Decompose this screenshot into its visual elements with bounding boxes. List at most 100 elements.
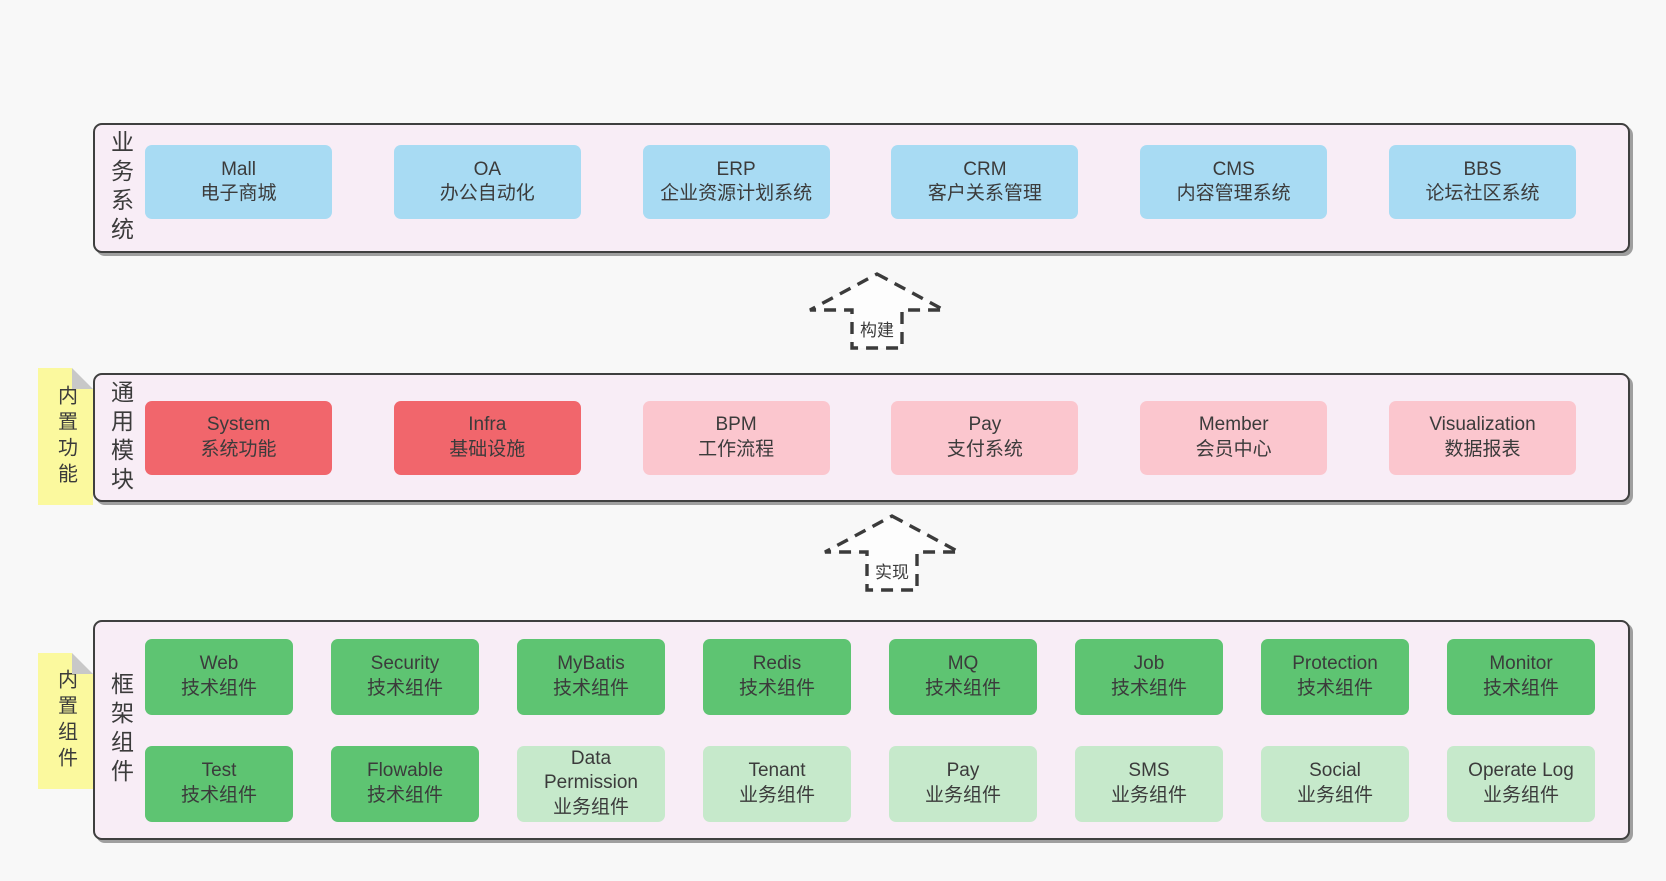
box-title: Pay: [968, 414, 1002, 436]
arrow-build: 构建: [806, 272, 948, 352]
band-label-text: 业务系统: [107, 130, 134, 246]
box-title: MQ: [947, 653, 979, 675]
box-oa: OA 办公自动化: [393, 145, 581, 219]
arrow-label: 构建: [858, 316, 896, 341]
sticky-tab-label: 内置组件: [54, 669, 77, 773]
sticky-tab-built-in-components: 内置组件: [38, 653, 93, 789]
box-subtitle: 论坛社区系统: [1425, 183, 1540, 204]
dashed-up-arrow-icon: [809, 272, 945, 350]
box-title: CRM: [963, 158, 1007, 180]
box-title: Redis: [752, 653, 802, 675]
box-title: SMS: [1128, 760, 1170, 782]
box-title: Test: [201, 760, 237, 782]
band-label: 业务系统: [95, 125, 145, 251]
box-mall: Mall 电子商城: [145, 145, 332, 219]
arrow-implement: 实现: [821, 514, 963, 594]
box-subtitle: 工作流程: [698, 438, 775, 460]
box-crm: CRM 客户关系管理: [891, 145, 1079, 219]
box-title: BBS: [1463, 158, 1502, 180]
box-subtitle: 技术组件: [1110, 677, 1187, 699]
box-subtitle: 业务组件: [924, 784, 1001, 806]
box-subtitle: 支付系统: [946, 438, 1023, 460]
band-label: 框架组件: [95, 622, 145, 838]
band-label-text: 框架组件: [107, 672, 134, 788]
box-subtitle: 业务组件: [1110, 784, 1187, 806]
box-title: MyBatis: [557, 653, 625, 675]
box-subtitle: 业务组件: [1482, 784, 1559, 806]
box-title: Monitor: [1489, 653, 1553, 675]
arrow-label: 实现: [873, 558, 911, 583]
box-subtitle: 技术组件: [924, 677, 1001, 699]
box-subtitle: 技术组件: [1296, 677, 1373, 699]
box-title: Infra: [468, 414, 507, 436]
dashed-up-arrow-icon: [824, 514, 960, 592]
box-subtitle: 技术组件: [1482, 677, 1559, 699]
box-subtitle: 技术组件: [552, 677, 629, 699]
box-title: ERP: [716, 158, 756, 180]
box-subtitle: 内容管理系统: [1176, 183, 1291, 204]
box-title: System: [206, 414, 271, 436]
box-bbs: BBS 论坛社区系统: [1388, 145, 1576, 219]
box-subtitle: 客户关系管理: [927, 183, 1042, 204]
box-subtitle: 技术组件: [738, 677, 815, 699]
box-title: Member: [1198, 414, 1269, 436]
box-subtitle: 基础设施: [449, 438, 526, 460]
box-subtitle: 办公自动化: [439, 183, 535, 204]
box-title: Social: [1309, 760, 1361, 782]
box-subtitle: 业务组件: [1296, 784, 1373, 806]
box-subtitle: 技术组件: [366, 677, 443, 699]
box-title: BPM: [715, 414, 757, 436]
box-subtitle: 技术组件: [180, 784, 257, 806]
box-subtitle: 技术组件: [180, 677, 257, 699]
box-title: Visualization: [1429, 414, 1536, 436]
band-business-systems: 业务系统 Mall 电子商城 OA 办公自动化 ERP 企业资源计划系统 CRM 客户关系管理…: [93, 123, 1630, 253]
box-subtitle: 会员中心: [1195, 438, 1272, 460]
box-subtitle: 数据报表: [1444, 438, 1521, 460]
box-title: Flowable: [366, 760, 444, 782]
box-title: Mall: [221, 158, 256, 180]
box-title: Protection: [1292, 653, 1378, 675]
box-subtitle: 系统功能: [200, 438, 277, 460]
sticky-tab-label: 内置功能: [54, 384, 77, 489]
box-subtitle: 技术组件: [366, 784, 443, 806]
box-title: OA: [473, 158, 502, 180]
box-title: Tenant: [748, 760, 806, 782]
box-title: Operate Log: [1468, 760, 1574, 782]
box-title: Data Permission: [544, 748, 638, 794]
box-subtitle: 企业资源计划系统: [660, 183, 813, 204]
box-subtitle: 业务组件: [552, 796, 629, 818]
box-subtitle: 电子商城: [200, 183, 277, 204]
band-label: 通用模块: [95, 375, 145, 500]
band-label-text: 通用模块: [107, 379, 134, 496]
box-title: Web: [199, 653, 239, 675]
